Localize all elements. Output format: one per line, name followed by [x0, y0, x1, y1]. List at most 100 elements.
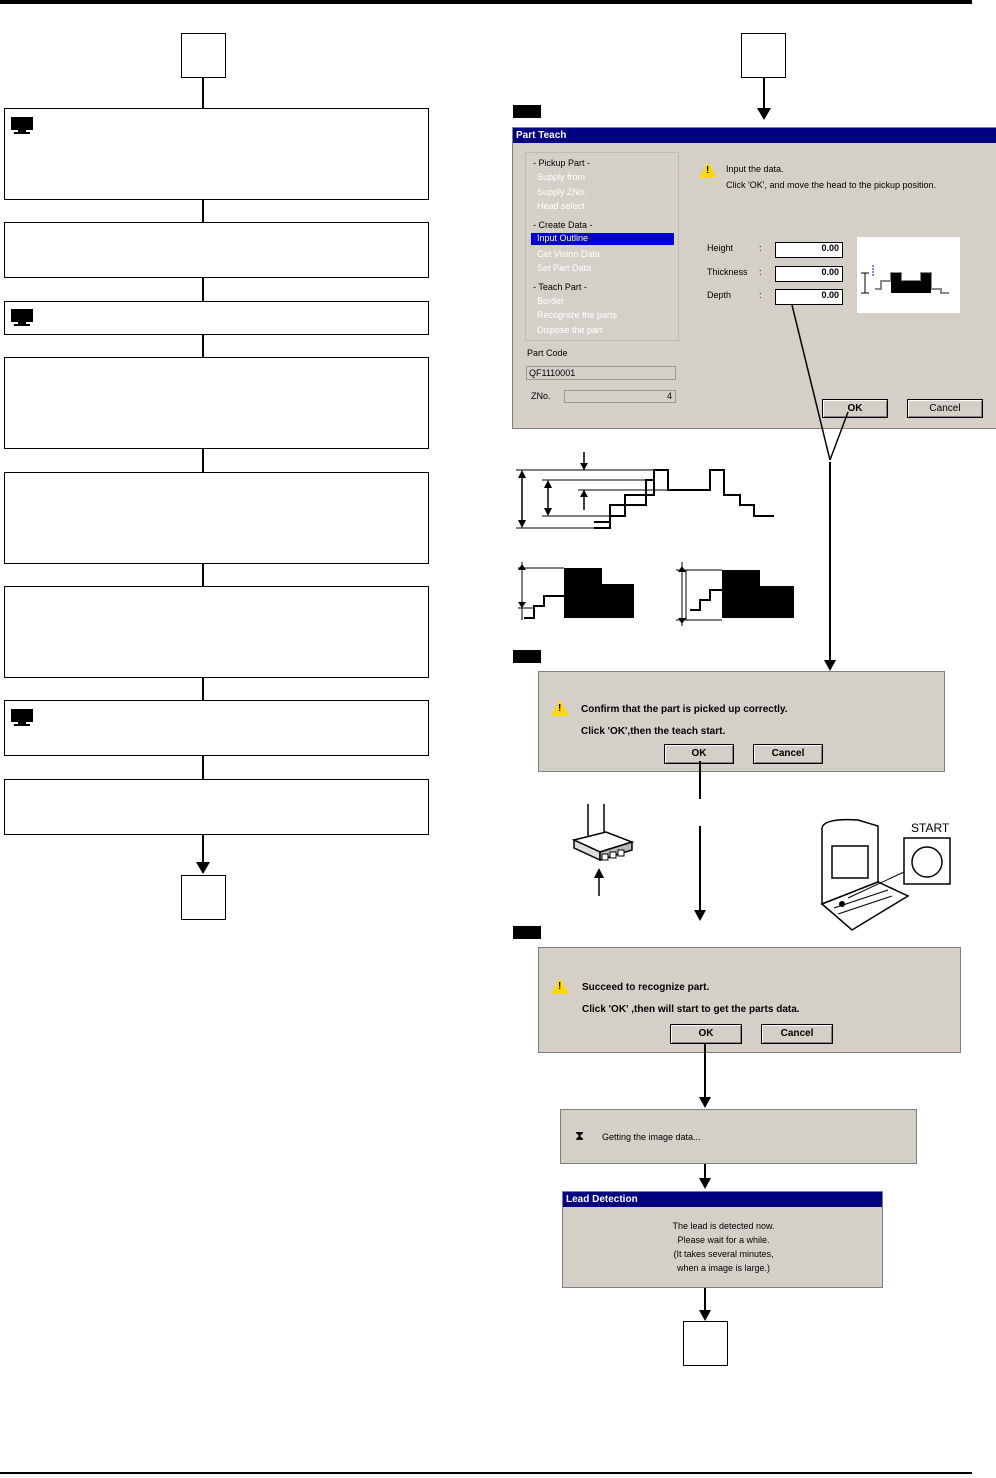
- window-title: Part Teach: [513, 128, 996, 143]
- machine-start-illustration: [820, 818, 951, 931]
- flow-line: [202, 564, 204, 586]
- zno-label: ZNo.: [531, 391, 551, 401]
- recognize-line1: Succeed to recognize part.: [582, 982, 710, 993]
- flow-line: [704, 1164, 706, 1180]
- menu-item-dispose[interactable]: Dispose the part: [537, 325, 603, 335]
- menu-item-supply-zno[interactable]: Supply ZNo.: [537, 187, 587, 197]
- arrow-down-icon: [757, 108, 771, 120]
- nozzle-part-illustration: [571, 804, 635, 896]
- flow-line: [202, 78, 204, 108]
- arrow-down-icon: [196, 862, 210, 874]
- start-label: START: [911, 821, 950, 835]
- thickness-label: Thickness: [707, 267, 748, 277]
- depth-input[interactable]: 0.00: [775, 289, 843, 305]
- cancel-button[interactable]: Cancel: [907, 399, 983, 418]
- monitor-icon: [513, 105, 541, 122]
- flow-line: [202, 200, 204, 222]
- flow-step-1: [4, 108, 429, 200]
- menu-item-head-select[interactable]: Head select: [537, 201, 585, 211]
- monitor-icon: [11, 117, 33, 134]
- menu-panel: [525, 152, 679, 341]
- menu-item-input-outline[interactable]: Input Outline: [531, 233, 674, 245]
- warning-icon: !: [551, 700, 569, 716]
- flow-step-3: [4, 301, 429, 335]
- thickness-colon: :: [759, 267, 762, 277]
- flow-line: [202, 335, 204, 357]
- connector-end-left: [181, 875, 226, 920]
- flow-line: [202, 678, 204, 700]
- teach-message-line2: Click 'OK', and move the head to the pic…: [726, 180, 937, 190]
- monitor-icon: [513, 926, 541, 943]
- recognize-ok-button[interactable]: OK: [670, 1024, 742, 1044]
- zno-field: 4: [564, 390, 676, 403]
- getting-image-text: Getting the image data...: [602, 1132, 701, 1142]
- flow-step-8: [4, 779, 429, 835]
- depth-label: Depth: [707, 290, 732, 300]
- menu-heading-pickup: - Pickup Part -: [533, 158, 591, 168]
- flow-step-2: [4, 222, 429, 278]
- lead-detection-title: Lead Detection: [563, 1192, 882, 1207]
- part-teach-window: Part Teach - Pickup Part - Supply from S…: [512, 127, 996, 429]
- flow-line: [699, 761, 701, 799]
- part-profile-diagram: [857, 237, 960, 313]
- confirm-line2: Click 'OK',then the teach start.: [581, 726, 726, 737]
- flow-line: [763, 78, 765, 110]
- arrow-down-icon: [824, 660, 836, 671]
- flow-step-5: [4, 472, 429, 564]
- confirm-cancel-button[interactable]: Cancel: [753, 744, 823, 764]
- flow-line: [704, 1288, 706, 1312]
- depth-colon: :: [759, 290, 762, 300]
- flow-line: [704, 1044, 706, 1099]
- teach-message-line1: Input the data.: [726, 164, 784, 174]
- bottom-rule: [0, 1472, 972, 1474]
- arrow-down-icon: [699, 1310, 711, 1321]
- height-label: Height: [707, 243, 734, 253]
- pointer-lines: [791, 305, 849, 461]
- confirm-line1: Confirm that the part is picked up corre…: [581, 704, 788, 715]
- part-code-label: Part Code: [527, 348, 568, 358]
- menu-heading-create: - Create Data -: [533, 220, 593, 230]
- flow-step-7: [4, 700, 429, 756]
- monitor-icon: [11, 309, 33, 326]
- lead-line1: The lead is detected now.: [672, 1221, 775, 1231]
- lead-diagram-left: [518, 562, 634, 620]
- hourglass-icon: ⧗: [575, 1128, 585, 1143]
- getting-image-panel: ⧗ Getting the image data...: [560, 1109, 917, 1164]
- recognize-success-dialog: ! Succeed to recognize part. Click 'OK' …: [538, 947, 961, 1053]
- flow-step-4: [4, 357, 429, 449]
- menu-item-recognize[interactable]: Recognize the parts: [537, 310, 618, 320]
- connector-start-left: [181, 33, 226, 78]
- connector-start-right: [741, 33, 786, 78]
- ok-button[interactable]: OK: [822, 399, 888, 418]
- flow-line: [202, 756, 204, 779]
- lead-diagram-right: [676, 562, 794, 626]
- menu-item-border[interactable]: Border: [537, 296, 565, 306]
- thickness-input[interactable]: 0.00: [775, 266, 843, 282]
- lead-line2: Please wait for a while.: [677, 1235, 770, 1245]
- arrow-down-icon: [694, 910, 706, 921]
- lead-detection-window: Lead Detection The lead is detected now.…: [562, 1191, 883, 1288]
- flow-line: [202, 835, 204, 865]
- confirm-pickup-dialog: ! Confirm that the part is picked up cor…: [538, 671, 945, 772]
- flow-line: [202, 449, 204, 472]
- warning-icon: !: [699, 162, 717, 178]
- menu-item-set-part[interactable]: Set Part Data: [537, 263, 592, 273]
- connector-end-right: [683, 1321, 728, 1366]
- flow-step-6: [4, 586, 429, 678]
- top-rule: [0, 0, 972, 4]
- height-input[interactable]: 0.00: [775, 242, 843, 258]
- arrow-down-icon: [699, 1097, 711, 1108]
- monitor-icon: [513, 650, 541, 667]
- height-colon: :: [759, 243, 762, 253]
- recognize-cancel-button[interactable]: Cancel: [761, 1024, 833, 1044]
- flow-line: [829, 462, 831, 664]
- menu-item-get-vision[interactable]: Get Vision Data: [537, 249, 600, 259]
- lead-line3: (It takes several minutes,: [673, 1249, 774, 1259]
- lead-line4: when a image is large.): [676, 1263, 771, 1273]
- recognize-line2: Click 'OK' ,then will start to get the p…: [582, 1004, 800, 1015]
- warning-icon: !: [551, 978, 569, 994]
- menu-item-supply-from[interactable]: Supply from: [537, 172, 586, 182]
- flow-line: [202, 278, 204, 301]
- height-thickness-depth-diagram: [516, 452, 774, 529]
- part-code-field: QF1110001: [526, 366, 676, 380]
